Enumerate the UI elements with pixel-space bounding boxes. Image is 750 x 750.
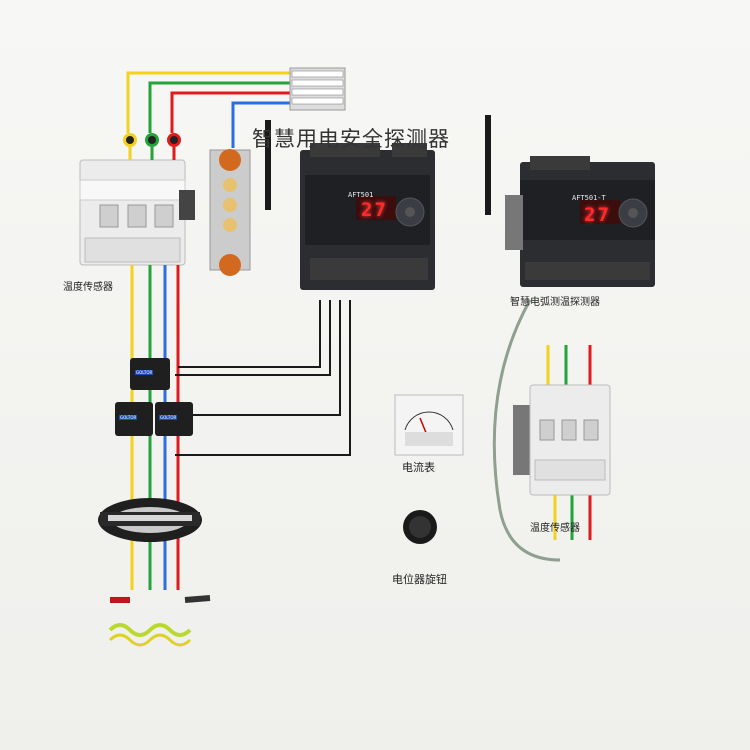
right-circuit-breaker (513, 384, 611, 496)
temp-sensor-right-label: 温度传感器 (530, 523, 580, 534)
ct-tag-2: GOLTOR (119, 415, 138, 420)
ct-tag-1: GOLTOR (135, 370, 154, 375)
arc-detector-label: 智慧电弧测温探测器 (510, 297, 600, 308)
board-title: 智慧用电安全探测器 (252, 127, 450, 151)
ct-tag-3: GOLTOR (159, 415, 178, 420)
temp-detector-model: AFT501-T (572, 194, 606, 202)
ammeter (394, 394, 464, 456)
test-leads (108, 595, 211, 647)
temp-detector-display: 27 (584, 204, 611, 226)
current-meter-label: 电流表 (402, 461, 435, 474)
potentiometer-label: 电位器旋钮 (392, 573, 447, 586)
main-detector-body (265, 115, 491, 290)
wire-red-loop (170, 91, 290, 133)
main-detector-display: 27 (361, 199, 388, 221)
left-circuit-breaker (79, 133, 195, 266)
wire-yellow-loop (126, 71, 290, 133)
main-detector-model: AFT501 (348, 191, 374, 199)
terminal-posts (209, 149, 251, 276)
current-transformers (98, 358, 202, 542)
potentiometer-knob (403, 510, 437, 544)
terminal-block-top (289, 67, 346, 111)
wire-green-loop (148, 81, 290, 133)
bus-wires (126, 71, 290, 148)
wire-blue-loop (231, 101, 290, 148)
temp-detector-body (505, 156, 655, 287)
signal-wires (175, 300, 351, 456)
right-feed-wires (492, 299, 592, 562)
temp-sensor-left-label: 温度传感器 (63, 282, 113, 293)
